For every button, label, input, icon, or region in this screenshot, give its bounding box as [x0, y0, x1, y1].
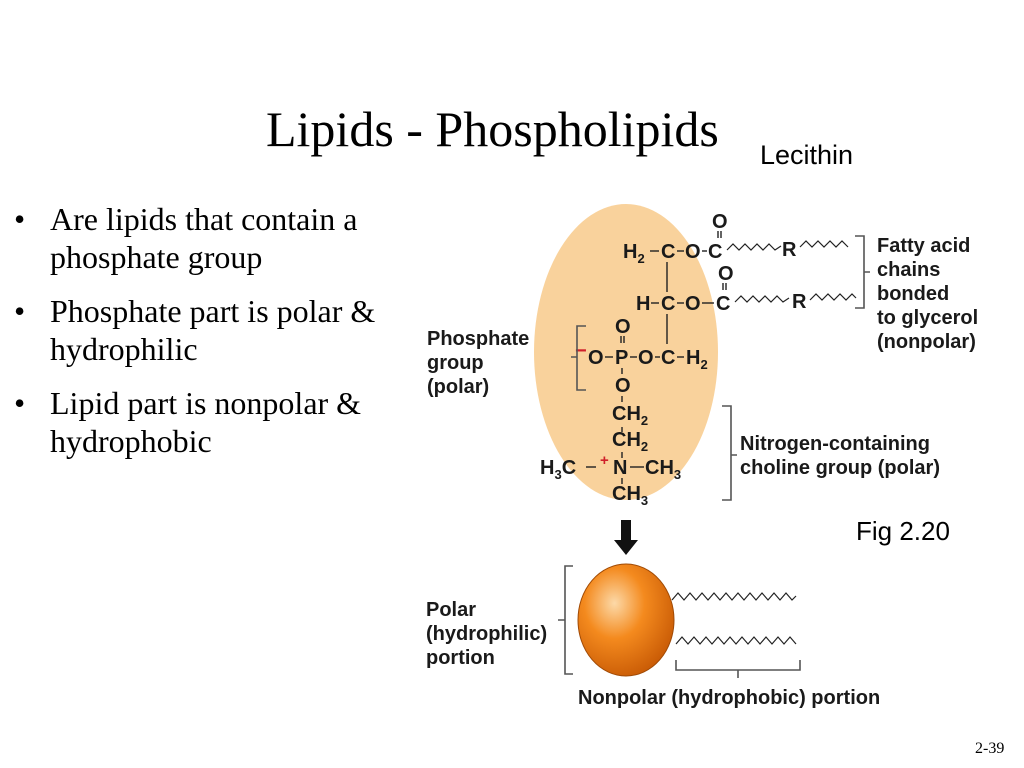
atom-o-phosphoryl: O: [615, 316, 631, 338]
label-fatty-acid-line-5: (nonpolar): [877, 331, 976, 353]
choline-bracket: [722, 405, 737, 501]
figure-label: Fig 2.20: [856, 516, 950, 546]
bullet-marker: •: [14, 293, 26, 329]
phosphate-bracket: [571, 325, 586, 391]
label-nonpolar-portion: Nonpolar (hydrophobic) portion: [578, 687, 880, 709]
hydrophobic-tail-1: [671, 592, 797, 601]
bullet-item: • Phosphate part is polar & hydrophilic: [8, 292, 428, 368]
subscript-3: 3: [674, 467, 681, 482]
choline-ch3-bottom: CH3: [612, 483, 648, 508]
bullet-item: • Lipid part is nonpolar & hydrophobic: [8, 384, 428, 460]
label-fatty-acid-line-1: Fatty acid: [877, 235, 970, 257]
glycerol-h2-top: H2: [623, 241, 645, 266]
atom-r-2: R: [792, 291, 807, 313]
subscript-2: 2: [641, 439, 648, 454]
bullet-text: Phosphate part is polar & hydrophilic: [50, 293, 376, 367]
label-fatty-acid-line-2: chains: [877, 259, 940, 281]
label-polar-line-1: Polar: [426, 599, 476, 621]
atom-r-1: R: [782, 239, 797, 261]
label-phosphate-line-3: (polar): [427, 376, 489, 398]
label-fatty-acid-line-4: to glycerol: [877, 307, 978, 329]
label-phosphate-line-1: Phosphate: [427, 328, 529, 350]
label-polar-line-3: portion: [426, 647, 495, 669]
atom-o-carbonyl-2: O: [718, 263, 734, 285]
atom-h-glycerol-2: H: [636, 293, 650, 315]
atom-h: H: [623, 241, 637, 263]
choline-ch2-1: CH2: [612, 403, 648, 428]
bullet-marker: •: [14, 385, 26, 421]
charge-plus: +: [600, 452, 609, 469]
label-phosphate-line-2: group: [427, 352, 484, 374]
atom-o-phosphate-right: O: [638, 347, 654, 369]
fatty-acid-chain-2a: [734, 295, 790, 303]
label-choline-line-2: choline group (polar): [740, 457, 940, 479]
label-polar-line-2: (hydrophilic): [426, 623, 547, 645]
slide-title: Lipids - Phospholipids: [266, 101, 719, 157]
subscript-2: 2: [637, 251, 644, 266]
label-fatty-acid-line-3: bonded: [877, 283, 949, 305]
atom-ch: CH: [612, 429, 641, 451]
label-choline-line-1: Nitrogen-containing: [740, 433, 930, 455]
diagram-subtitle: Lecithin: [760, 140, 854, 170]
bullet-item: • Are lipids that contain a phosphate gro…: [8, 200, 428, 276]
fatty-acid-chain-2b: [809, 293, 857, 301]
glycerol-h2-bottom: H2: [686, 347, 708, 372]
bullet-marker: •: [14, 201, 26, 237]
choline-ch2-2: CH2: [612, 429, 648, 454]
atom-ch: CH: [645, 457, 674, 479]
atom-c-glycerol-1: C: [661, 241, 675, 263]
bullet-text: Lipid part is nonpolar & hydrophobic: [50, 385, 362, 459]
fatty-acid-chain-1a: [726, 243, 782, 251]
atom-c-glycerol-2: C: [661, 293, 675, 315]
atom-h: H: [686, 347, 700, 369]
charge-minus: −: [575, 340, 587, 362]
atom-n: N: [613, 457, 627, 479]
atom-o-phosphate-bottom: O: [615, 375, 631, 397]
polar-region-highlight: [534, 204, 718, 500]
subscript-3: 3: [641, 493, 648, 508]
bullet-text: Are lipids that contain a phosphate grou…: [50, 201, 358, 275]
slide-number: 2-39: [975, 740, 1005, 757]
atom-c-glycerol-3: C: [661, 347, 675, 369]
atom-ch: CH: [612, 483, 641, 505]
atom-o-phosphate-left: O: [588, 347, 604, 369]
atom-h: H: [540, 457, 554, 479]
atom-p: P: [615, 347, 628, 369]
atom-ch: CH: [612, 403, 641, 425]
down-arrow-icon: [614, 520, 638, 555]
choline-h3c: H3C: [540, 457, 576, 482]
atom-c: C: [562, 457, 576, 479]
subscript-2: 2: [641, 413, 648, 428]
atom-o-ester-2: O: [685, 293, 701, 315]
fatty-acid-bracket: [855, 235, 870, 309]
fatty-acid-chain-1b: [799, 240, 849, 248]
nonpolar-portion-bracket: [675, 660, 801, 678]
bullet-list: • Are lipids that contain a phosphate gro…: [8, 200, 428, 476]
subscript-2: 2: [700, 357, 707, 372]
atom-o-carbonyl-1: O: [712, 211, 728, 233]
hydrophobic-tail-2: [675, 636, 797, 645]
atom-c-carbonyl-2: C: [716, 293, 730, 315]
subscript-3: 3: [554, 467, 561, 482]
polar-portion-bracket: [558, 565, 573, 675]
choline-ch3-right: CH3: [645, 457, 681, 482]
atom-c-carbonyl-1: C: [708, 241, 722, 263]
polar-head-ball: [577, 563, 675, 677]
atom-o-ester-1: O: [685, 241, 701, 263]
